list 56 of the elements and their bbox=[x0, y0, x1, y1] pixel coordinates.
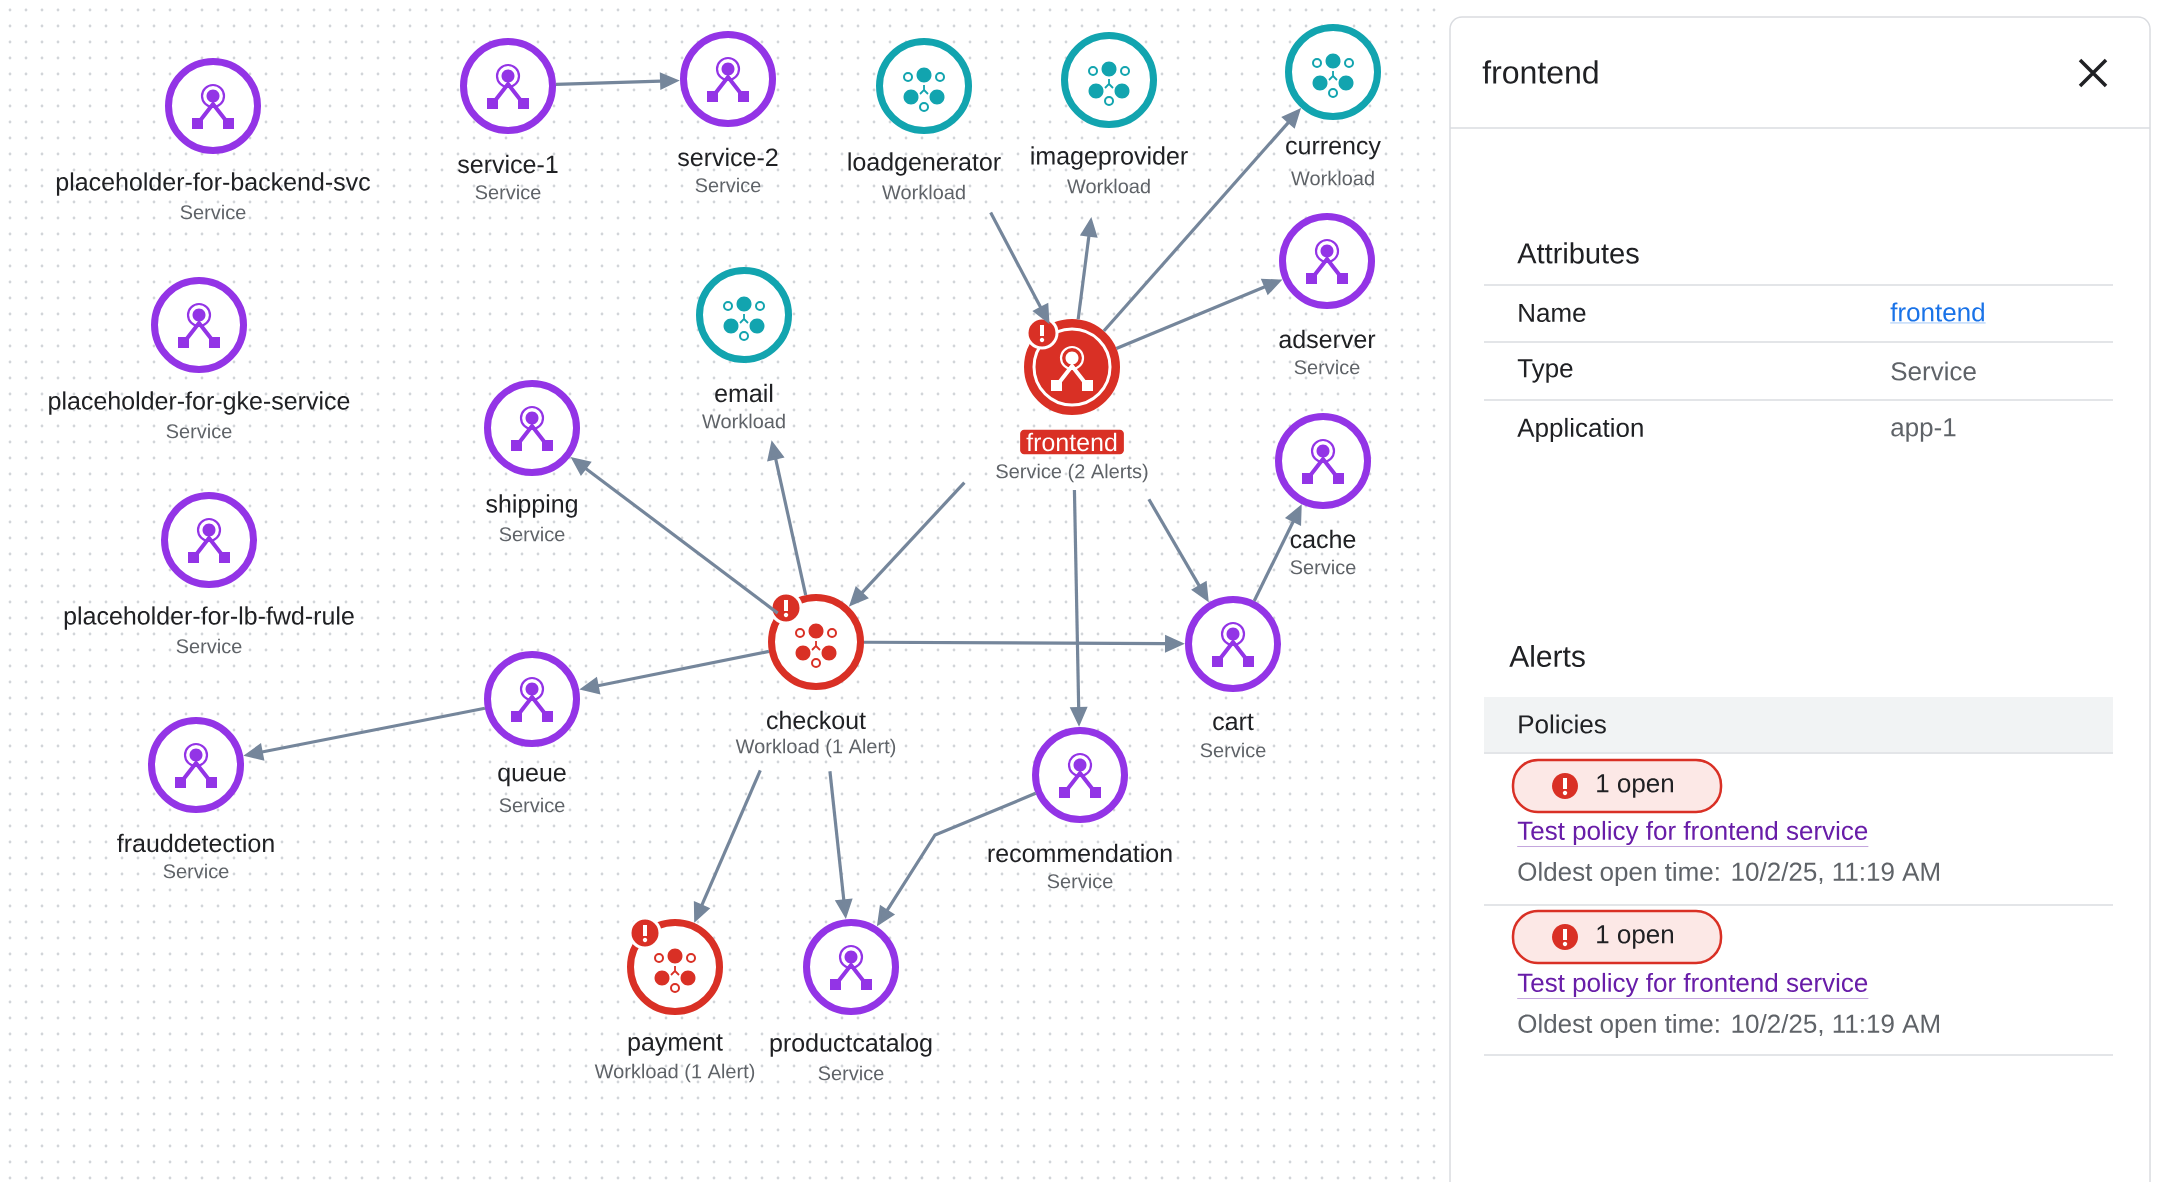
node-type: Service bbox=[1294, 359, 1360, 375]
node-name: service-1 bbox=[458, 154, 558, 174]
link: Test policy for frontend service bbox=[1517, 820, 1869, 847]
attribute-name: Type bbox=[1517, 359, 1573, 383]
node-type: Service bbox=[818, 1065, 884, 1081]
node-name: email bbox=[715, 383, 773, 403]
node-type: Service bbox=[180, 204, 246, 220]
node-type: Service bbox=[166, 423, 232, 439]
node-name: frauddetection bbox=[117, 833, 274, 853]
attribute-name: Application bbox=[1517, 417, 1643, 443]
node-type: Service bbox=[163, 863, 229, 879]
link: frontend bbox=[1890, 302, 1986, 324]
alert-time: Oldest open time: 10/2/25, 11:19 AM bbox=[1518, 861, 1939, 887]
node-type: Workload bbox=[1067, 178, 1150, 194]
node-type: Service bbox=[1047, 873, 1113, 889]
node-type: Service bbox=[695, 177, 761, 193]
node-name: payment bbox=[628, 1034, 723, 1056]
node-name: placeholder-for-gke-service bbox=[49, 391, 350, 415]
node-type: Service bbox=[499, 526, 565, 542]
node-type: Service bbox=[176, 638, 242, 654]
node-name: cart bbox=[1213, 713, 1254, 731]
section-heading: Attributes bbox=[1517, 242, 1639, 264]
node-name: placeholder-for-backend-svc bbox=[56, 172, 370, 196]
status-badge: 1 open bbox=[1511, 909, 1723, 965]
node-type: Service bbox=[475, 184, 541, 200]
table-header-cell: Policies bbox=[1484, 697, 2113, 752]
node-name: loadgenerator bbox=[848, 152, 1001, 176]
alert-time: Oldest open time: 10/2/25, 11:19 AM bbox=[1518, 1013, 1939, 1039]
node-type: Workload bbox=[882, 184, 965, 200]
node-name: placeholder-for-lb-fwd-rule bbox=[64, 606, 354, 630]
node-name: currency bbox=[1286, 140, 1381, 160]
node-name: checkout bbox=[767, 710, 866, 730]
attribute-value: app-1 bbox=[1891, 418, 1956, 442]
status-badge: 1 open bbox=[1511, 758, 1723, 814]
node-name: recommendation bbox=[988, 843, 1172, 863]
node-name: cache bbox=[1290, 529, 1356, 549]
section-heading: Alerts bbox=[1509, 645, 1585, 667]
node-name: productcatalog bbox=[770, 1033, 932, 1057]
node-type: Service bbox=[499, 797, 565, 813]
node-type: Service (2 Alerts) bbox=[996, 463, 1148, 483]
node-name: service-2 bbox=[678, 147, 778, 167]
node-type: Workload (1 Alert) bbox=[594, 1063, 755, 1083]
link: Test policy for frontend service bbox=[1517, 972, 1869, 999]
node-type: Workload (1 Alert) bbox=[735, 738, 896, 758]
attribute-name: Name bbox=[1519, 303, 1586, 323]
alert-name-badge: frontend bbox=[1020, 429, 1124, 455]
node-name: shipping bbox=[486, 494, 577, 518]
attribute-value: Service bbox=[1891, 361, 1976, 381]
node-name: queue bbox=[498, 767, 566, 787]
node-type: Workload bbox=[702, 413, 785, 429]
panel-title: frontend bbox=[1482, 60, 1598, 84]
node-type: Service bbox=[1290, 559, 1356, 575]
node-name: imageprovider bbox=[1031, 146, 1188, 170]
node-name: adserver bbox=[1279, 329, 1376, 349]
node-type: Workload bbox=[1291, 170, 1374, 186]
node-type: Service bbox=[1200, 742, 1266, 758]
